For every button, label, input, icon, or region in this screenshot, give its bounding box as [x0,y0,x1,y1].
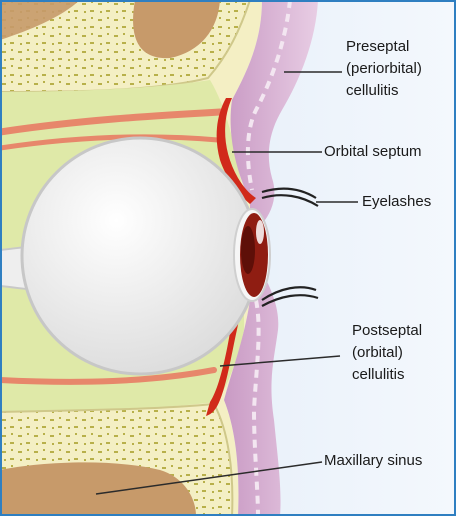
pupil [241,226,255,274]
leader-maxillary-sinus [95,461,323,495]
label-preseptal-line1: Preseptal [346,38,410,55]
eyelid-skin [224,0,318,516]
orbital-septum-upper [216,98,256,204]
frontal-sinus [133,0,220,59]
lower-eyelash-1 [261,286,317,301]
iris-highlight [256,220,264,244]
eyeball [20,136,260,376]
upper-eyelash-1 [261,187,317,199]
lower-eyelash-2 [261,294,319,307]
label-eyelashes: Eyelashes [362,193,432,210]
maxillary-sinus-cavity [0,462,196,516]
label-postseptal-line2: (orbital) [352,344,403,361]
label-postseptal-line1: Postseptal [352,322,423,339]
levator-muscle [0,108,224,136]
label-maxillary-sinus: Maxillary sinus [324,452,423,469]
label-postseptal-line3: cellulitis [352,366,405,383]
label-preseptal-cellulitis: Preseptal (periorbital) cellulitis [346,36,422,102]
upper-eyelash-2 [261,194,319,207]
label-postseptal-cellulitis: Postseptal (orbital) cellulitis [352,320,422,386]
label-preseptal-line2: (periorbital) [346,60,422,77]
superior-rectus-muscle [0,134,221,151]
label-orbital-septum: Orbital septum [324,143,422,160]
frontal-sinus-corner [0,0,80,40]
orbital-septum-lower [206,316,240,416]
label-preseptal-line3: cellulitis [346,82,399,99]
inferior-rectus-muscle [0,367,217,385]
leader-postseptal [219,355,341,367]
tarsal-plate-line [245,0,292,516]
